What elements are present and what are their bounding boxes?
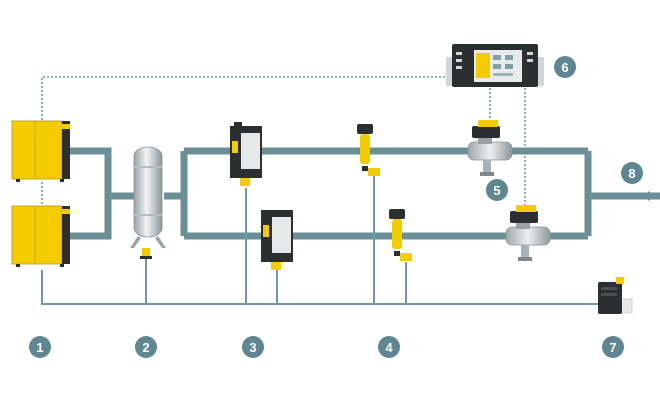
air-receiver-tank-icon <box>130 146 166 259</box>
filter-icon <box>357 124 380 176</box>
badge-3: 3 <box>242 336 264 358</box>
condensate-main <box>41 270 598 305</box>
badge-7-label: 7 <box>609 340 616 355</box>
badge-4-label: 4 <box>385 340 393 355</box>
filter-icon <box>389 209 412 261</box>
dryer-icon <box>230 122 262 186</box>
badge-2: 2 <box>135 336 157 358</box>
compressor-icon <box>11 120 70 182</box>
badge-8: 8 <box>621 162 643 184</box>
badge-3-label: 3 <box>249 340 256 355</box>
signal-lines <box>41 76 526 208</box>
pipe-compressor-top <box>70 147 112 240</box>
badge-5-label: 5 <box>493 183 500 198</box>
badge-1-label: 1 <box>36 340 43 355</box>
compressor-icon <box>11 205 70 267</box>
valve-icon <box>467 120 513 176</box>
badge-7: 7 <box>602 336 624 358</box>
signal-line-compressors <box>41 76 456 120</box>
badge-1: 1 <box>29 336 51 358</box>
badge-5: 5 <box>486 179 508 201</box>
badge-2-label: 2 <box>142 340 149 355</box>
controller-display-icon <box>446 44 544 87</box>
condensate-lines <box>41 175 598 305</box>
badge-8-label: 8 <box>628 166 635 181</box>
badge-4: 4 <box>378 336 400 358</box>
condensate-drain-icon <box>598 277 633 314</box>
badge-6-label: 6 <box>561 60 568 75</box>
badge-6: 6 <box>554 56 576 78</box>
valve-icon <box>505 205 551 261</box>
air-outlet-arrow-icon <box>648 191 656 201</box>
dryer-icon <box>261 210 293 270</box>
